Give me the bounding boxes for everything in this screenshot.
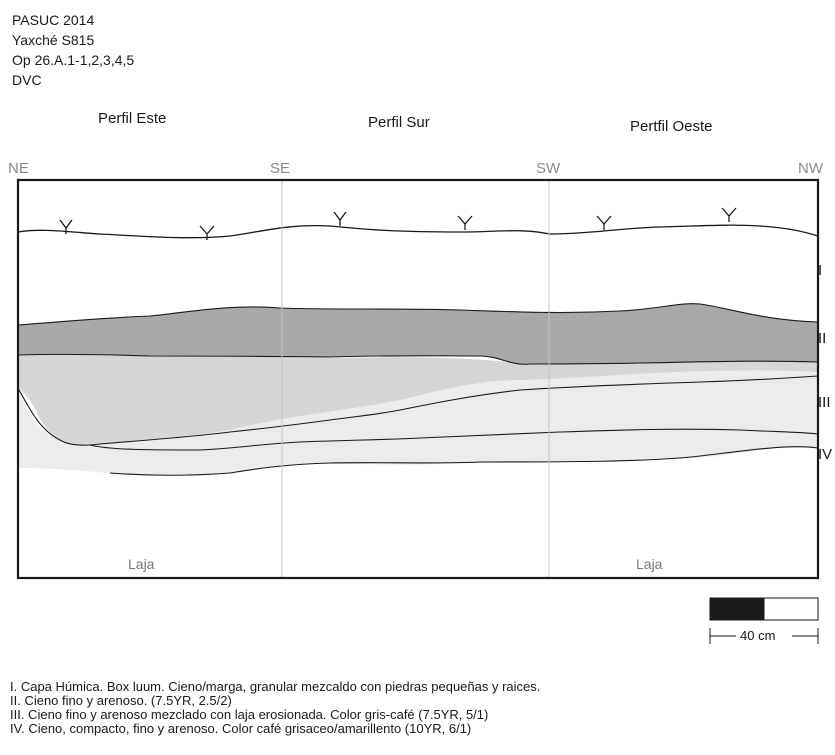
scale-label: 40 cm	[740, 628, 776, 643]
author-initials: DVC	[12, 72, 42, 88]
bedrock-label-left: Laja	[128, 556, 155, 572]
layer-label-i: I	[818, 262, 823, 279]
layer-label-ii: II	[818, 330, 827, 347]
legend-layer-iv: IV. Cieno, compacto, fino y arenoso. Col…	[10, 721, 472, 736]
bedrock-label-right: Laja	[636, 556, 663, 572]
scale-outline	[709, 597, 819, 621]
corner-label-se: SE	[270, 160, 291, 177]
scale-white-segment	[763, 597, 819, 621]
layer-label-iii: III	[818, 394, 831, 411]
corner-label-nw: NW	[798, 160, 823, 177]
corner-label-sw: SW	[536, 160, 561, 177]
site-name: Yaxché S815	[12, 32, 95, 48]
layer-ii-fill	[18, 303, 818, 365]
scale-dimension-line	[709, 628, 819, 644]
layer-iii-iv-boundary	[17, 375, 819, 446]
legend-layer-iii: III. Cieno fino y arenoso mezclado con l…	[10, 707, 489, 722]
site-title: PASUC 2014	[12, 12, 95, 28]
root-symbols	[59, 207, 737, 240]
surface-line	[17, 224, 819, 239]
operation-code: Op 26.A.1-1,2,3,4,5	[12, 52, 135, 68]
legend-layer-ii: II. Cieno fino y arenoso. (7.5YR, 2.5/2)	[10, 693, 232, 708]
layer-i-ii-boundary	[17, 303, 819, 326]
layer-iv-bedrock-boundary	[89, 428, 819, 476]
layer-iv-patch	[90, 370, 818, 476]
layer-label-iv: IV	[818, 446, 833, 463]
profile-west-title: Pertfil Oeste	[630, 118, 713, 135]
profile-east-title: Perfil Este	[98, 110, 167, 127]
layer-ii-iii-boundary	[17, 353, 819, 365]
scale-black-segment	[710, 598, 764, 620]
corner-label-ne: NE	[8, 160, 29, 177]
profile-frame	[16, 178, 820, 580]
profile-south-title: Perfil Sur	[368, 114, 430, 131]
legend-layer-i: I. Capa Húmica. Box luum. Cieno/marga, g…	[10, 679, 541, 694]
